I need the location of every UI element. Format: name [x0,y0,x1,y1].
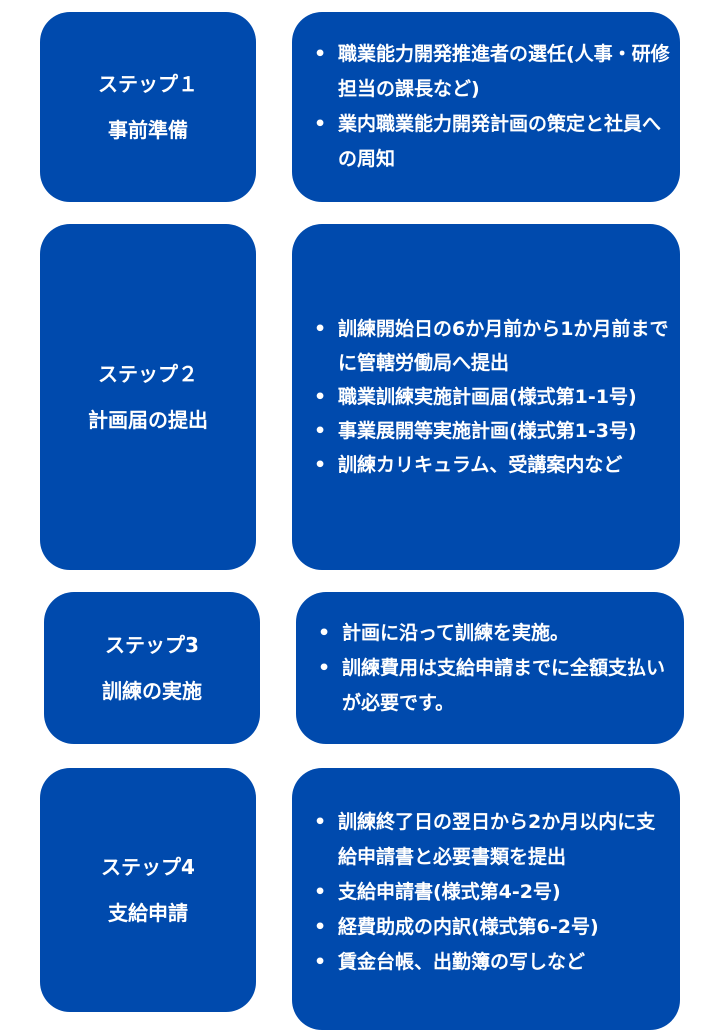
list-item: 訓練開始日の6か月前から1か月前までに管轄労働局へ提出 [314,312,670,380]
step-4-subtitle: 支給申請 [108,901,188,925]
list-item: 職業訓練実施計画届(様式第1-1号) [314,380,670,414]
step-4-box: ステップ4 支給申請 [40,768,256,1012]
step-1-box: ステップ１ 事前準備 [40,12,256,202]
list-item: 訓練費用は支給申請までに全額支払いが必要です。 [318,651,674,721]
step-2-subtitle: 計画届の提出 [88,408,208,432]
list-item: 訓練カリキュラム、受講案内など [314,448,670,482]
list-item: 事業展開等実施計画(様式第1-3号) [314,414,670,448]
step-3-subtitle: 訓練の実施 [102,679,202,703]
step-3-title: ステップ3 [105,633,199,657]
list-item: 計画に沿って訓練を実施。 [318,616,674,651]
step-2-details: 訓練開始日の6か月前から1か月前までに管轄労働局へ提出 職業訓練実施計画届(様式… [292,224,680,570]
step-2-title: ステップ２ [98,362,198,386]
step-1-subtitle: 事前準備 [108,118,188,142]
list-item: 経費助成の内訳(様式第6-2号) [314,910,670,945]
step-1-title: ステップ１ [98,72,198,96]
step-4-title: ステップ4 [101,855,195,879]
list-item: 支給申請書(様式第4-2号) [314,875,670,910]
list-item: 賃金台帳、出勤簿の写しなど [314,945,670,980]
step-3-box: ステップ3 訓練の実施 [44,592,260,744]
list-item: 訓練終了日の翌日から2か月以内に支給申請書と必要書類を提出 [314,805,670,875]
list-item: 業内職業能力開発計画の策定と社員への周知 [314,107,670,177]
step-2-box: ステップ２ 計画届の提出 [40,224,256,570]
step-3-details: 計画に沿って訓練を実施。 訓練費用は支給申請までに全額支払いが必要です。 [296,592,684,744]
list-item: 職業能力開発推進者の選任(人事・研修担当の課長など) [314,37,670,107]
step-4-details: 訓練終了日の翌日から2か月以内に支給申請書と必要書類を提出 支給申請書(様式第4… [292,768,680,1030]
step-1-details: 職業能力開発推進者の選任(人事・研修担当の課長など) 業内職業能力開発計画の策定… [292,12,680,202]
